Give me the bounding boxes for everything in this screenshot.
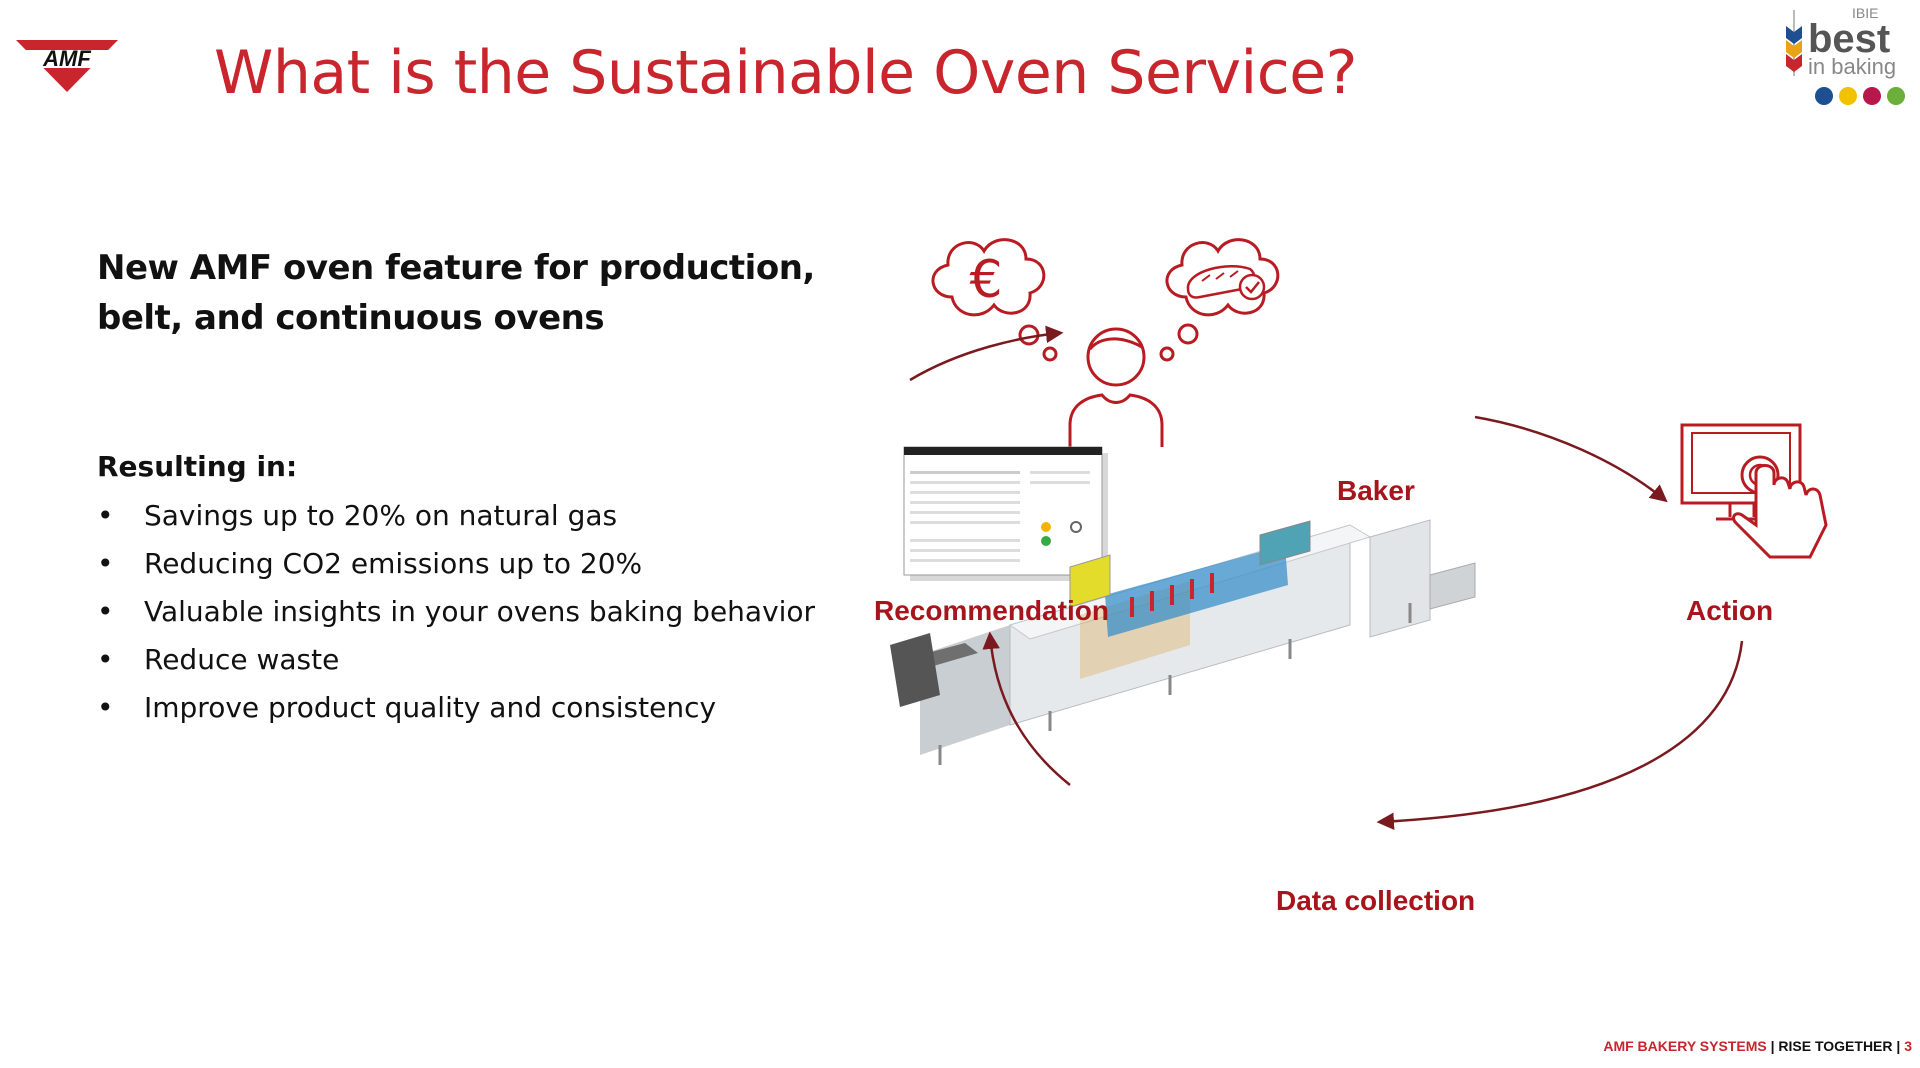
list-item: • Improve product quality and consistency: [97, 688, 815, 736]
dashboard-screenshot-image: [903, 446, 1108, 581]
ibie-best-text: best: [1808, 17, 1890, 61]
resulting-heading: Resulting in:: [97, 450, 298, 483]
list-item: • Reduce waste: [97, 640, 815, 688]
oven-machine-image: [890, 519, 1476, 765]
list-item: • Savings up to 20% on natural gas: [97, 496, 815, 544]
bullet-icon: •: [97, 595, 114, 628]
footer-tagline: RISE TOGETHER: [1778, 1038, 1893, 1054]
amf-logo-text: AMF: [42, 46, 91, 71]
data-collection-label: Data collection: [1276, 885, 1476, 916]
cost-thought-cloud-icon: €: [931, 238, 1058, 362]
footer-separator: |: [1892, 1038, 1905, 1054]
footer: AMF BAKERY SYSTEMS | RISE TOGETHER | 3: [1603, 1038, 1912, 1054]
subtitle: New AMF oven feature for production, bel…: [97, 248, 815, 338]
bullet-icon: •: [97, 499, 114, 532]
arrow-baker-to-action: [1474, 415, 1668, 503]
bullet-text: Valuable insights in your ovens baking b…: [144, 595, 816, 628]
bullet-text: Reduce waste: [144, 643, 340, 676]
arrow-action-to-data-collection: [1376, 640, 1744, 831]
list-item: • Reducing CO2 emissions up to 20%: [97, 544, 815, 592]
bread-quality-thought-cloud-icon: [1159, 238, 1280, 362]
bullet-text: Improve product quality and consistency: [144, 691, 717, 724]
ibie-best-in-baking-logo: IBIE best in baking: [1786, 5, 1905, 105]
sustainable-oven-cycle-diagram: €: [870, 225, 1870, 945]
bullet-icon: •: [97, 643, 114, 676]
bullet-text: Savings up to 20% on natural gas: [144, 499, 618, 532]
action-label: Action: [1686, 595, 1774, 626]
footer-separator: |: [1766, 1038, 1779, 1054]
arrow-data-collection-to-recommendation: [982, 631, 1071, 786]
ibie-text: IBIE: [1852, 5, 1878, 21]
footer-brand: AMF BAKERY SYSTEMS: [1603, 1038, 1767, 1054]
recommendation-label: Recommendation: [874, 595, 1109, 626]
cycle-diagram-graphic: €: [890, 238, 1828, 831]
baker-person-icon: [1068, 327, 1164, 447]
ibie-in-baking-text: in baking: [1808, 54, 1896, 79]
benefits-list: • Savings up to 20% on natural gas • Reduc…: [97, 496, 815, 736]
baker-label: Baker: [1337, 475, 1415, 506]
arrow-recommendation-to-baker: [909, 325, 1064, 382]
list-item: • Valuable insights in your ovens baking …: [97, 592, 815, 640]
page-number: 3: [1904, 1038, 1912, 1054]
bullet-text: Reducing CO2 emissions up to 20%: [144, 547, 643, 580]
euro-icon: €: [969, 250, 1002, 310]
action-touch-screen-icon: [1680, 423, 1828, 559]
bullet-icon: •: [97, 691, 114, 724]
page-title: What is the Sustainable Oven Service?: [214, 38, 1357, 108]
bullet-icon: •: [97, 547, 114, 580]
amf-logo: AMF: [14, 40, 120, 92]
